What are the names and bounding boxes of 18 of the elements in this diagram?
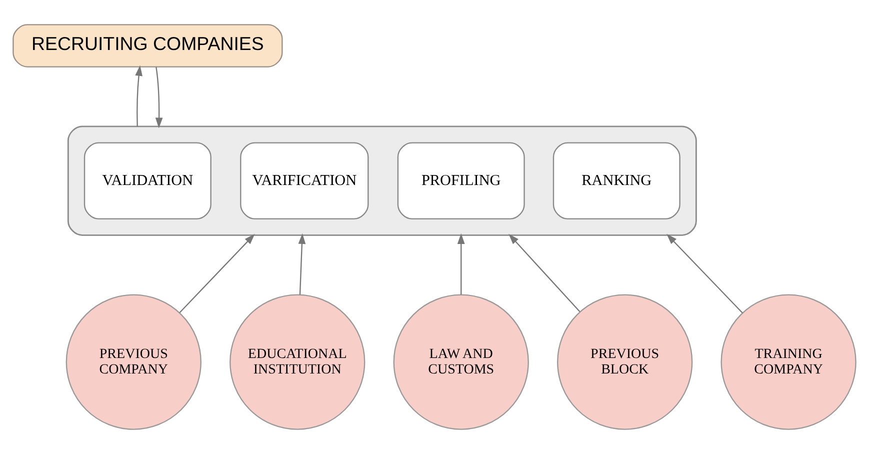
arrow (666, 234, 743, 314)
node-box: VALIDATION (84, 142, 212, 220)
arrow (135, 65, 142, 126)
arrow (179, 234, 255, 314)
node-box: PROFILING (397, 142, 525, 220)
node-box: RANKING (552, 142, 680, 220)
node-circle: TRAINING COMPANY (720, 294, 856, 430)
arrow (298, 233, 306, 295)
node-circle: LAW AND CUSTOMS (393, 294, 529, 430)
arrow (457, 233, 465, 295)
node-circle: EDUCATIONAL INSTITUTION (230, 294, 366, 430)
node-circle: PREVIOUS COMPANY (66, 294, 202, 430)
cluster (67, 126, 697, 236)
node-circle: PREVIOUS BLOCK (557, 294, 693, 430)
arrow (155, 66, 163, 128)
node-box: VARIFICATION (240, 142, 369, 220)
arrow (508, 234, 580, 312)
node-box: RECRUITING COMPANIES (12, 24, 283, 68)
